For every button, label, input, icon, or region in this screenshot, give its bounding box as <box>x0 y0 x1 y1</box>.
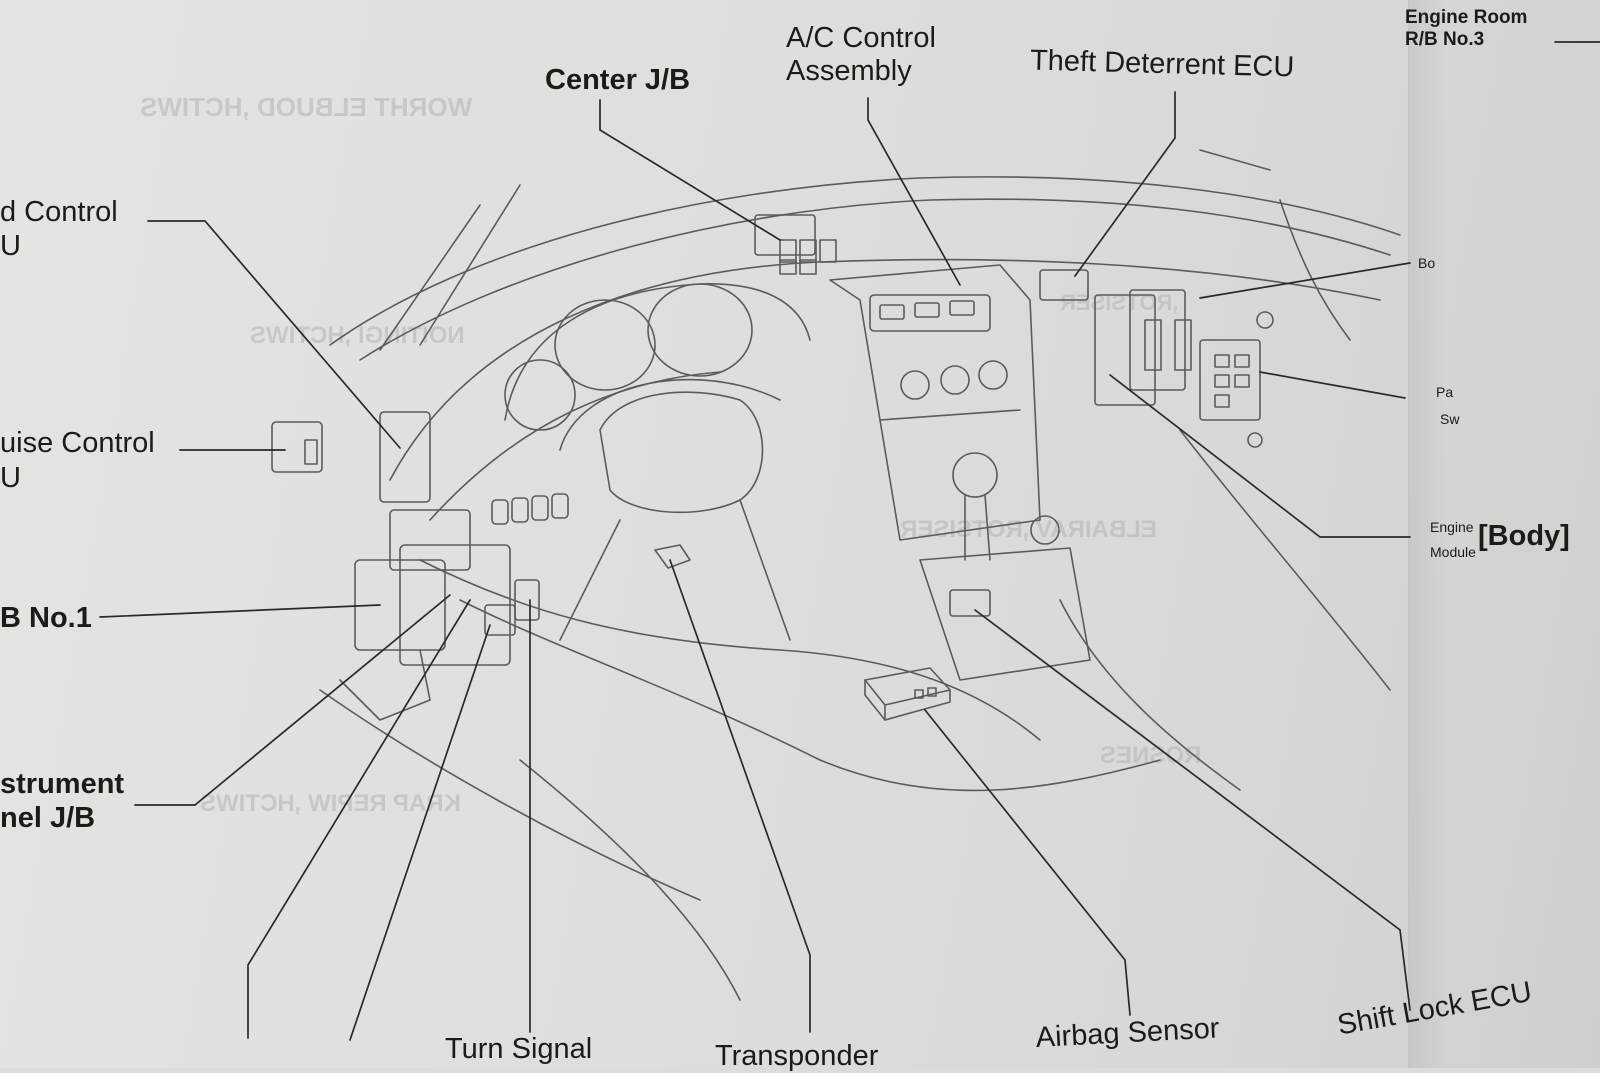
cruise-ecu-box <box>271 421 323 473</box>
leader-pa-sw <box>1259 371 1406 399</box>
label-ac-control-2: Assembly <box>786 55 912 87</box>
leader-left-bottom <box>247 599 471 1039</box>
ac-knob-right <box>978 360 1008 390</box>
shift-knob <box>952 452 998 498</box>
label-right-bo: Bo <box>1418 255 1436 271</box>
label-right-pa: Pa <box>1436 384 1454 400</box>
label-right-engine: Engine <box>1430 519 1474 535</box>
leader-left-bottom-2 <box>349 624 491 1041</box>
label-turn-signal: Turn Signal <box>445 1033 593 1065</box>
leader-airbag <box>924 709 1131 1016</box>
label-right-module: Module <box>1430 544 1476 560</box>
body-ecu-stack <box>1094 289 1274 448</box>
windshield-edge <box>329 176 1401 346</box>
label-right-sw: Sw <box>1440 411 1460 427</box>
label-theft-deterrent: Theft Deterrent ECU <box>1029 44 1295 84</box>
label-engine-room-1: Engine Room <box>1405 7 1528 28</box>
label-center-jb: Center J/B <box>545 64 691 96</box>
leader-shift-lock <box>974 609 1411 1011</box>
leader-bo <box>1199 262 1411 299</box>
steering-hub <box>599 391 764 514</box>
center-stack <box>829 264 1041 541</box>
leader-jb-no1 <box>99 604 381 618</box>
label-jb-no1: B No.1 <box>0 602 92 634</box>
label-instrument-2: nel J/B <box>0 802 96 834</box>
label-instrument-1: strument <box>0 768 125 800</box>
center-jb-module <box>754 214 837 275</box>
dash-top <box>359 198 1391 361</box>
label-transponder: Transponder <box>715 1040 879 1072</box>
gauge-left <box>554 299 656 391</box>
ac-knob-middle <box>940 365 970 395</box>
label-cold-control-1: d Control <box>0 196 118 228</box>
leader-engine-module <box>1109 374 1411 538</box>
label-engine-room-2: R/B No.3 <box>1405 29 1485 50</box>
gauge-right <box>647 283 753 377</box>
leader-ac-control <box>867 97 961 286</box>
page-edge <box>1408 0 1600 1068</box>
label-cold-control-2: U <box>0 230 21 262</box>
leader-transponder <box>669 559 811 1033</box>
shift-console <box>919 547 1091 681</box>
label-cruise-control-2: U <box>0 462 21 494</box>
theft-ecu-box <box>1039 269 1089 301</box>
airbag-sensor-box <box>864 667 951 721</box>
leader-theft-ecu <box>1074 91 1176 277</box>
ac-knob-left <box>900 370 930 400</box>
leader-lines <box>99 41 1600 1041</box>
label-body-section: [Body] <box>1478 520 1570 552</box>
transponder-unit <box>654 544 691 569</box>
leader-instrument-jb <box>134 594 451 806</box>
label-ac-control-1: A/C Control <box>786 22 936 54</box>
left-module-stack <box>339 411 540 721</box>
label-cruise-control-1: uise Control <box>0 427 155 459</box>
leader-cold-control <box>147 220 401 449</box>
leader-center-jb <box>599 99 781 241</box>
